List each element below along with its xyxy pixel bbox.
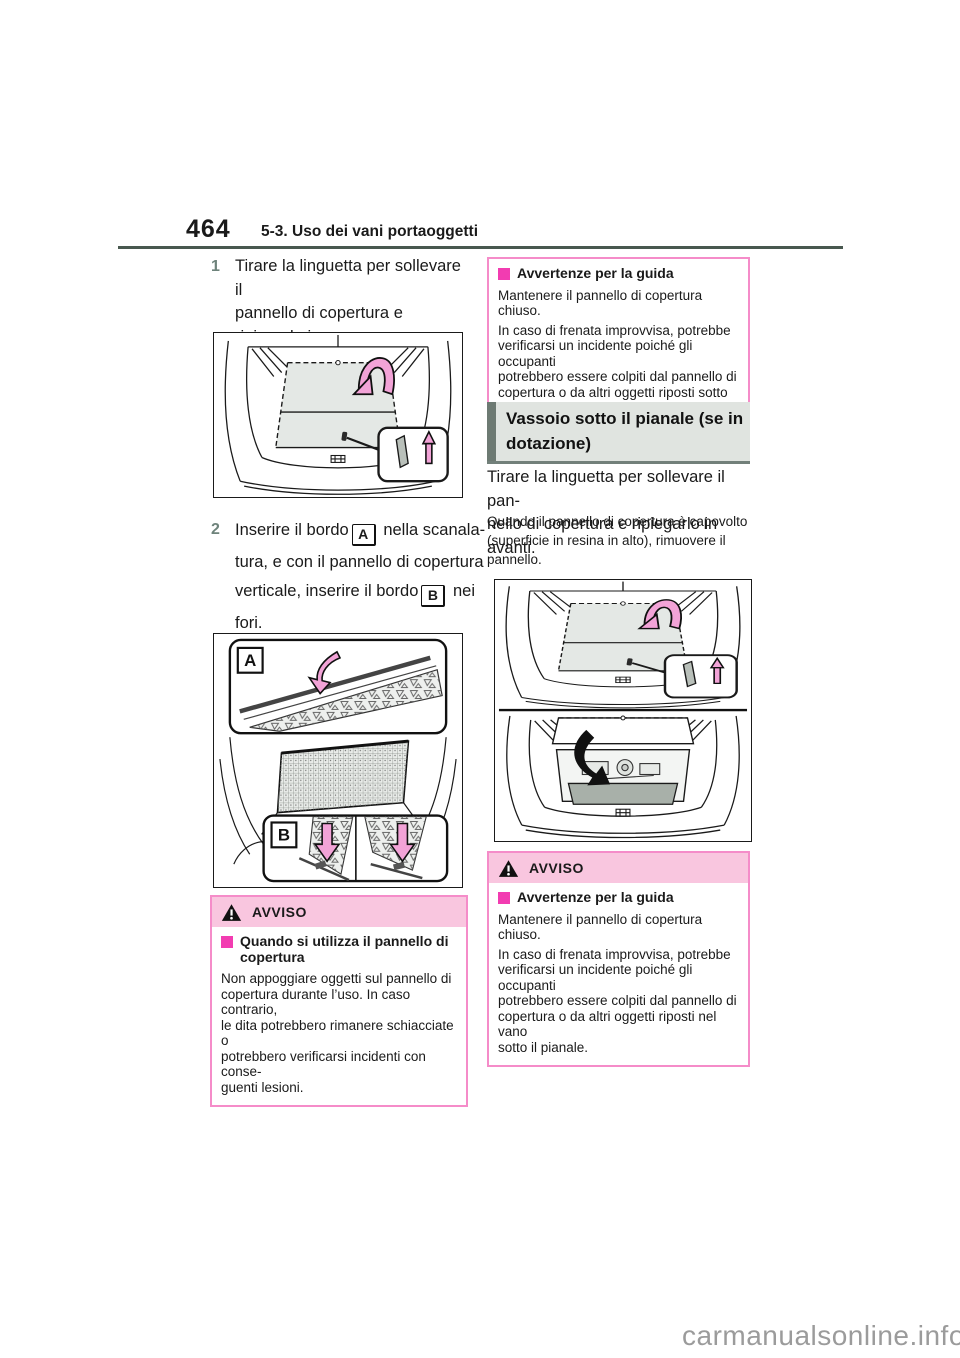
figure-underfloor-tray [494,579,752,842]
section-header: 5-3. Uso dei vani portaoggetti [261,223,479,240]
note-title: Avvertenze per la guida [498,265,739,282]
step-text: Inserire il bordo [235,521,349,539]
note-title-text: Avvertenze per la guida [517,265,674,281]
note-text: In caso di frenata improvvisa, potrebbe … [498,946,737,1055]
section-heading-vassoio: Vassoio sotto il pianale (se in dotazion… [487,402,750,464]
avviso-header: AVVISO [212,897,466,927]
underfloor-tray-illustration [498,580,748,839]
key-label-a: A [351,524,376,546]
warning-triangle-icon [221,903,242,921]
figure-key-label-b: B [278,825,290,844]
avviso-body: Avvertenze per la guida Mantenere il pan… [489,883,748,1065]
page-number: 464 [186,215,231,243]
step-text: fori. [235,614,263,632]
panel-insert-illustration: A B [219,638,457,883]
avviso-body: Quando si utilizza il pannello di copert… [212,927,466,1105]
step-text: nei [448,582,476,600]
note-text: Mantenere il pannello di copertura chius… [498,911,703,943]
figure-cover-panel-pull [213,332,463,498]
trunk-cover-illustration [224,333,452,496]
section-paragraph-small: Quando il pannello di copertura è capovo… [487,514,748,567]
step-2-line-4: fori. [235,611,485,636]
step-2-line-2: tura, e con il pannello di copertura [235,550,485,575]
square-bullet-icon [221,936,233,948]
square-bullet-icon [498,268,510,280]
heading-accent-bar [487,402,496,461]
warning-triangle-icon [498,859,519,877]
note-text: In caso di frenata improvvisa, potrebbe … [498,322,737,431]
note-body: Avvertenze per la guida Mantenere il pan… [489,259,748,441]
note-text: Non appoggiare oggetti sul pannello di c… [221,971,454,1095]
avviso-box-left: AVVISO Quando si utilizza il pannello di… [210,895,468,1107]
note-title-text: Quando si utilizza il pannello di copert… [240,933,449,965]
section-heading-text: Vassoio sotto il pianale (se in dotazion… [506,409,744,453]
avviso-header: AVVISO [489,853,748,883]
step-text: verticale, inserire il bordo [235,582,419,600]
figure-key-label-a: A [244,651,256,670]
avviso-label: AVVISO [252,904,307,920]
section-paragraph-main: Tirare la linguetta per sollevare il pan… [487,468,725,557]
avviso-label: AVVISO [529,860,584,876]
figure-panel-insert-ab: A B [213,633,463,888]
avviso-box-right: AVVISO Avvertenze per la guida Mantenere… [487,851,750,1067]
key-label-b: B [421,585,446,607]
header-rule [118,246,843,249]
note-text: Mantenere il pannello di copertura chius… [498,287,703,319]
step-text: nella scanala- [378,521,486,539]
step-text: tura, e con il pannello di copertura [235,553,484,571]
step-2-number: 2 [211,521,220,538]
note-title: Quando si utilizza il pannello di copert… [221,933,457,965]
watermark: carmanualsonline.info [682,1320,960,1351]
square-bullet-icon [498,892,510,904]
note-title-text: Avvertenze per la guida [517,889,674,905]
note-title: Avvertenze per la guida [498,889,739,906]
step-1-number: 1 [211,258,220,275]
